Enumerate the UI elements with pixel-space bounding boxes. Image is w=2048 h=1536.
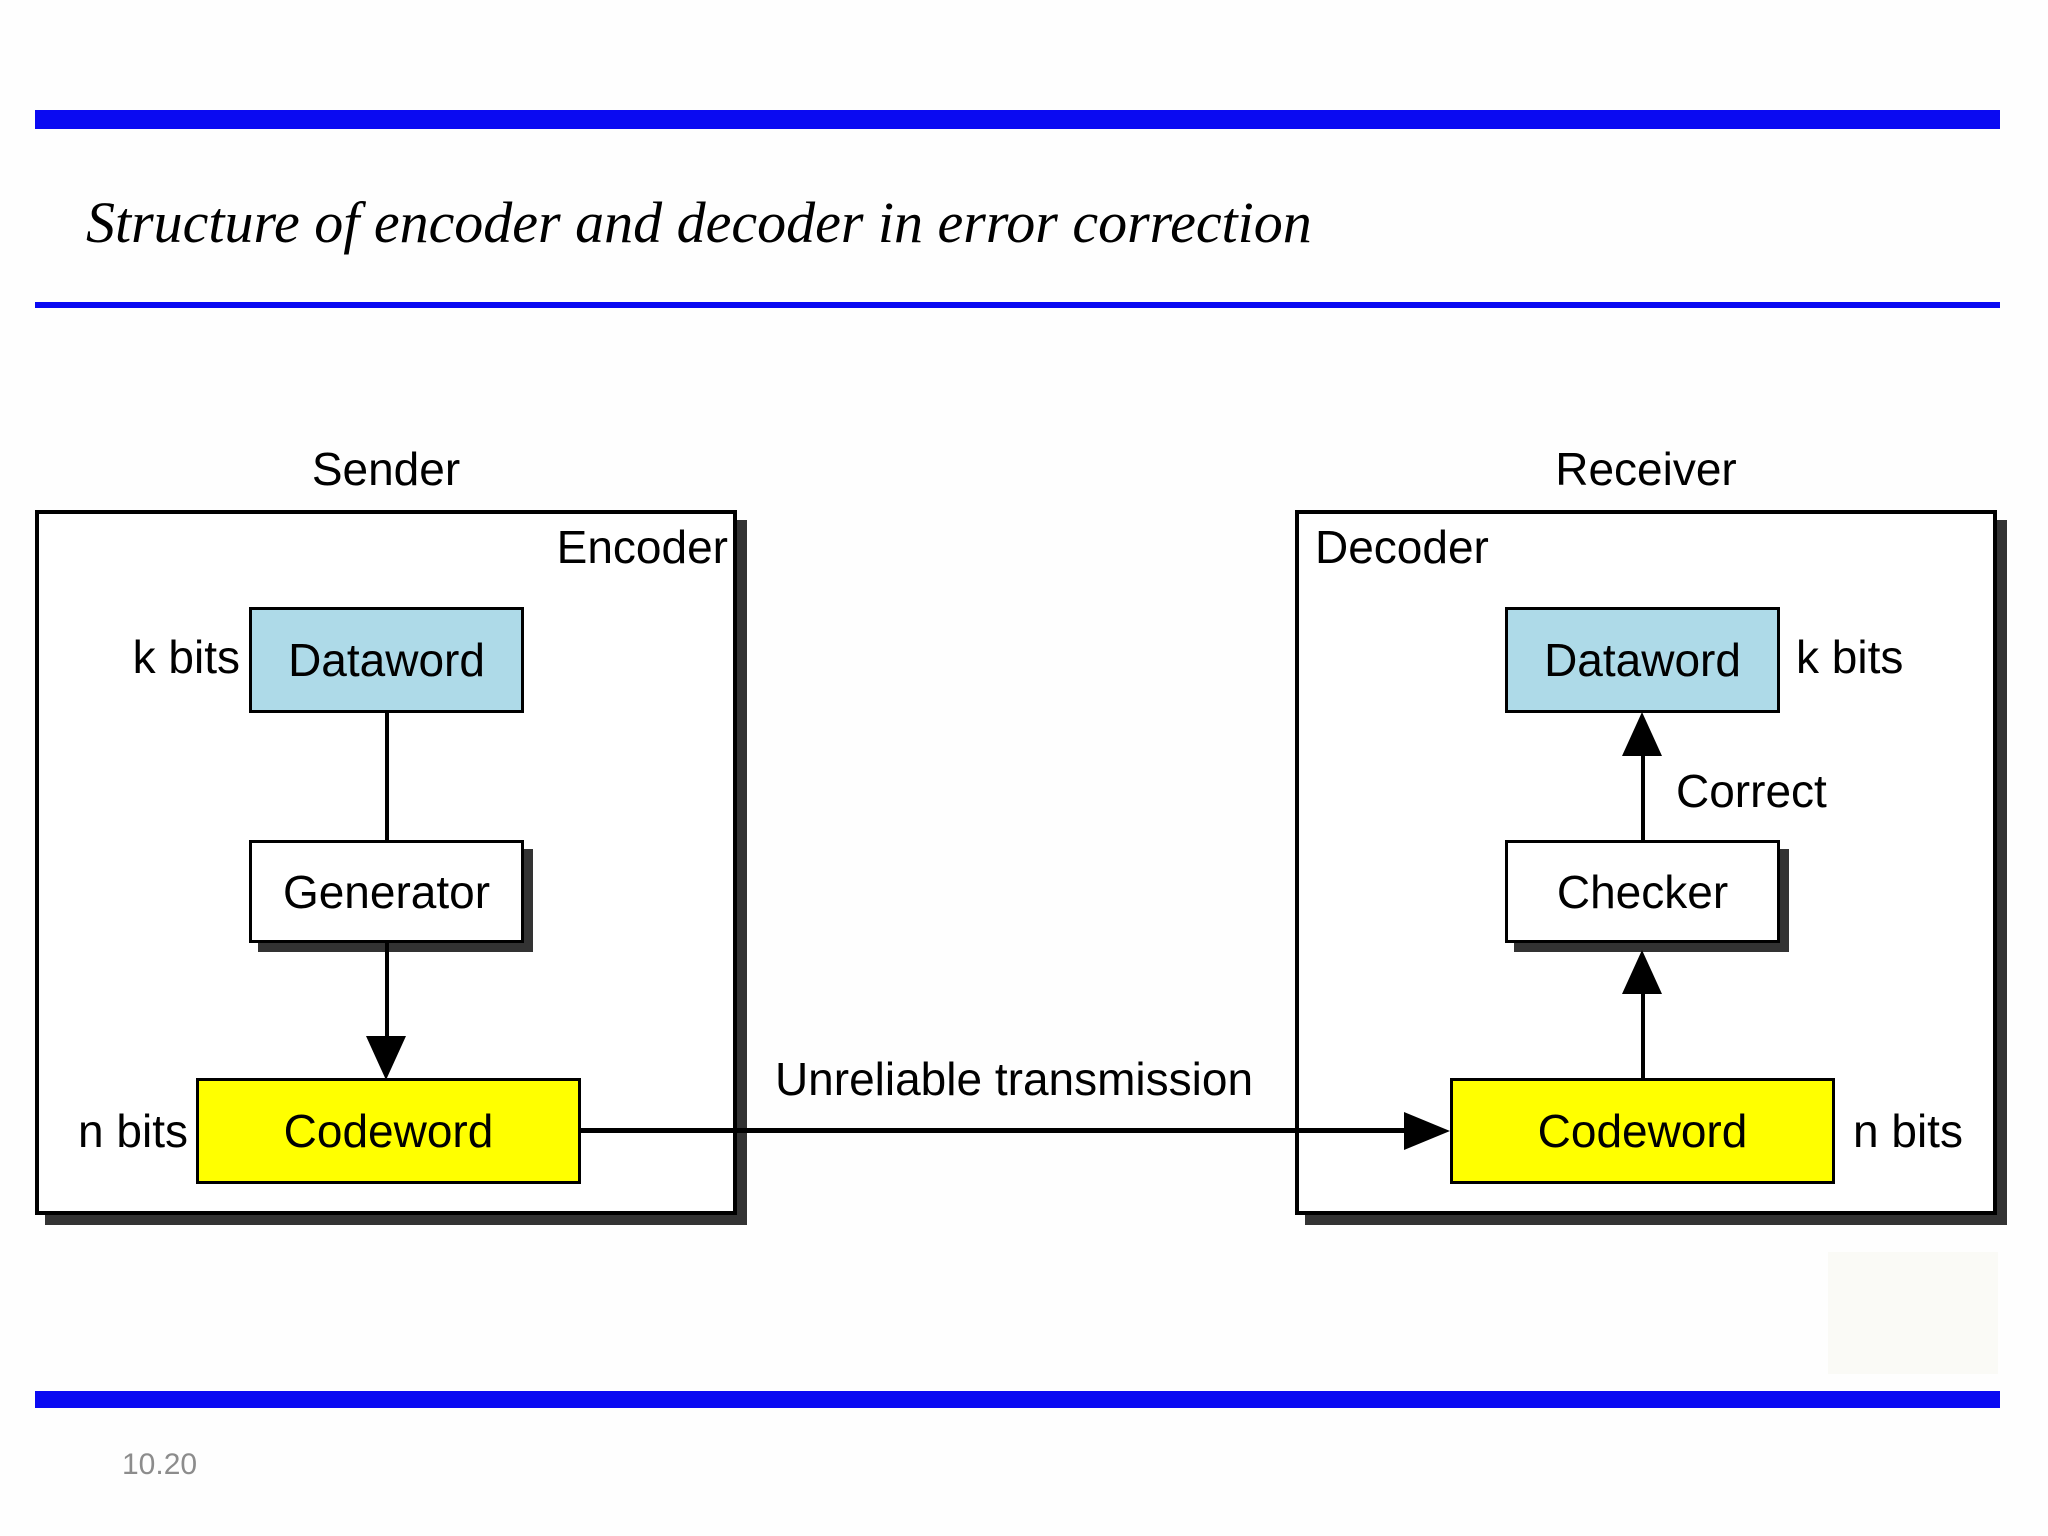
correct-label: Correct xyxy=(1676,765,1827,817)
sender-dataword-label: Dataword xyxy=(288,634,485,686)
background-patch xyxy=(1828,1252,1998,1374)
receiver-dataword-bits-label: k bits xyxy=(1796,631,1904,683)
generator-to-codeword-line xyxy=(385,941,389,1038)
top-accent-bar xyxy=(35,110,2000,129)
sender-codeword-label: Codeword xyxy=(283,1105,494,1157)
codeword-to-checker-line xyxy=(1641,992,1645,1078)
checker-to-dataword-line xyxy=(1641,754,1645,840)
codeword-to-checker-arrowhead-icon xyxy=(1622,950,1662,994)
sender-dataword-bits-label: k bits xyxy=(132,631,240,683)
decoder-box-label: Decoder xyxy=(1315,521,1489,573)
receiver-codeword-box: Codeword xyxy=(1450,1078,1835,1184)
dataword-to-generator-line xyxy=(385,711,389,840)
bottom-accent-bar xyxy=(35,1391,2000,1408)
receiver-codeword-bits-label: n bits xyxy=(1853,1105,1963,1157)
encoder-box-label: Encoder xyxy=(556,521,728,573)
sender-codeword-box: Codeword xyxy=(196,1078,581,1184)
checker-box: Checker xyxy=(1505,840,1780,943)
receiver-dataword-label: Dataword xyxy=(1544,634,1741,686)
generator-label: Generator xyxy=(282,865,491,918)
title-divider-line xyxy=(35,302,2000,308)
slide-title: Structure of encoder and decoder in erro… xyxy=(86,190,1312,255)
page-number: 10.20 xyxy=(122,1448,198,1481)
transmission-arrowhead-icon xyxy=(1404,1112,1450,1150)
receiver-title: Receiver xyxy=(1555,443,1737,495)
sender-codeword-bits-label: n bits xyxy=(78,1105,188,1157)
generator-box: Generator xyxy=(249,840,524,943)
checker-label: Checker xyxy=(1556,865,1729,918)
checker-to-dataword-arrowhead-icon xyxy=(1622,712,1662,756)
receiver-dataword-box: Dataword xyxy=(1505,607,1780,713)
generator-to-codeword-arrowhead-icon xyxy=(366,1036,406,1080)
sender-title: Sender xyxy=(311,443,461,495)
transmission-line xyxy=(579,1128,1406,1133)
sender-dataword-box: Dataword xyxy=(249,607,524,713)
transmission-label: Unreliable transmission xyxy=(774,1053,1254,1105)
receiver-codeword-label: Codeword xyxy=(1537,1105,1748,1157)
